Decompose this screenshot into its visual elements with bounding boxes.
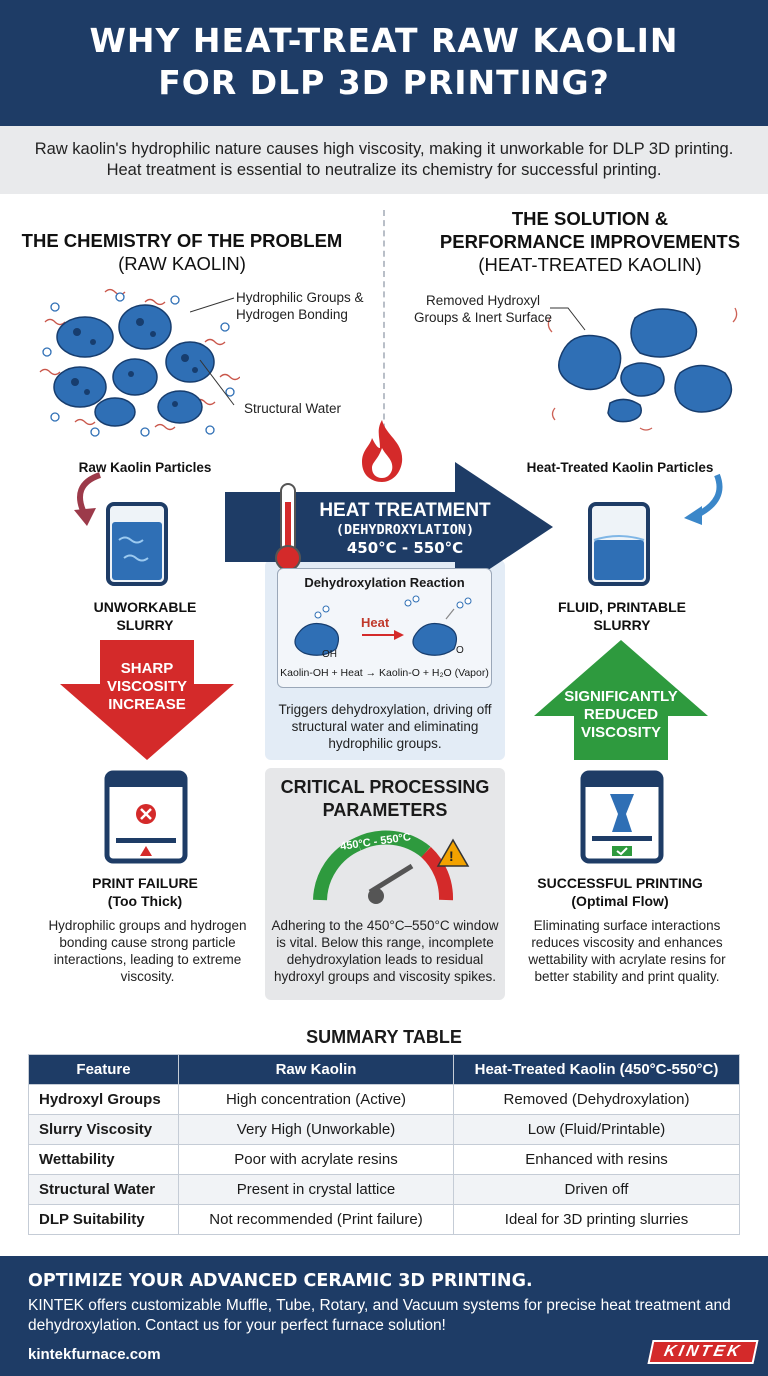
raw-kaolin-particles-illustration	[39, 288, 240, 437]
red-down-arrow	[60, 640, 234, 760]
table-header-raw: Raw Kaolin	[178, 1054, 454, 1085]
reaction-heat-label: Heat	[361, 615, 390, 630]
table-cell: Poor with acrylate resins	[178, 1144, 454, 1175]
successful-printing-label: SUCCESSFUL PRINTING (Optimal Flow)	[537, 875, 703, 909]
removed-hydroxyl-callout: Removed Hydroxyl Groups & Inert Surface	[413, 293, 553, 325]
table-cell: Wettability	[28, 1144, 179, 1175]
beaker-icon-unworkable	[106, 502, 168, 586]
printer-icon-failure	[104, 770, 188, 864]
sharp-viscosity-label: SHARP VISCOSITY INCREASE	[106, 660, 188, 713]
heat-treatment-label: HEAT TREATMENT (DEHYDROXYLATION) 450°C -…	[305, 500, 505, 557]
parameters-title: CRITICAL PROCESSING PARAMETERS	[280, 777, 490, 820]
title-line-2: FOR DLP 3D PRINTING?	[158, 63, 610, 102]
heat-line-2: (DEHYDROXYLATION)	[335, 522, 475, 538]
table-row: Slurry Viscosity Very High (Unworkable) …	[28, 1114, 740, 1145]
table-cell: Very High (Unworkable)	[178, 1114, 454, 1145]
green-up-arrow	[534, 640, 708, 760]
dehydroxylation-reaction-box: Dehydroxylation Reaction Heat OH O Kaoli…	[277, 568, 492, 688]
printer-icon-success	[580, 770, 664, 864]
table-cell: Hydroxyl Groups	[28, 1084, 179, 1115]
footer-headline: OPTIMIZE YOUR ADVANCED CERAMIC 3D PRINTI…	[28, 1271, 533, 1291]
reaction-description: Triggers dehydroxylation, driving off st…	[278, 702, 492, 751]
curved-arrow-right	[684, 473, 723, 525]
structural-water-callout: Structural Water	[244, 401, 342, 416]
solution-description: Eliminating surface interactions reduces…	[528, 918, 726, 984]
table-header-treated: Heat-Treated Kaolin (450°C-550°C)	[453, 1054, 740, 1085]
title-line-1: WHY HEAT-TREAT RAW KAOLIN	[89, 21, 679, 60]
footer-website-link[interactable]: kintekfurnace.com	[28, 1346, 161, 1363]
page-title: WHY HEAT-TREAT RAW KAOLIN FOR DLP 3D PRI…	[0, 0, 768, 104]
gauge-icon	[313, 830, 454, 904]
print-failure-label: PRINT FAILURE (Too Thick)	[92, 875, 198, 909]
callout-line-right	[550, 307, 586, 331]
table-row: DLP Suitability Not recommended (Print f…	[28, 1204, 740, 1235]
heat-line-1: HEAT TREATMENT	[319, 500, 491, 521]
table-cell: Slurry Viscosity	[28, 1114, 179, 1145]
curved-arrow-left	[74, 472, 102, 526]
reaction-o-label: O	[456, 645, 464, 656]
solution-title-1: THE SOLUTION &	[511, 208, 669, 229]
thermometer-icon	[275, 483, 301, 571]
summary-table: Feature Raw Kaolin Heat-Treated Kaolin (…	[28, 1054, 740, 1235]
section-divider	[383, 210, 385, 450]
table-cell: Enhanced with resins	[453, 1144, 740, 1175]
table-cell: DLP Suitability	[28, 1204, 179, 1235]
footer-banner: OPTIMIZE YOUR ADVANCED CERAMIC 3D PRINTI…	[0, 1256, 768, 1376]
solution-subtitle: (HEAT-TREATED KAOLIN)	[478, 254, 702, 275]
table-row: Wettability Poor with acrylate resins En…	[28, 1144, 740, 1175]
problem-title: THE CHEMISTRY OF THE PROBLEM	[21, 230, 343, 251]
table-cell: High concentration (Active)	[178, 1084, 454, 1115]
table-cell: Ideal for 3D printing slurries	[453, 1204, 740, 1235]
reaction-oh-label: OH	[322, 649, 337, 660]
reduced-viscosity-label: SIGNIFICANTLY REDUCED VISCOSITY	[564, 688, 678, 741]
heat-line-3: 450°C - 550°C	[346, 539, 464, 557]
callout-lines-left	[190, 297, 235, 406]
problem-section-title: THE CHEMISTRY OF THE PROBLEM (RAW KAOLIN…	[12, 229, 352, 275]
problem-subtitle: (RAW KAOLIN)	[118, 253, 246, 274]
summary-table-title: SUMMARY TABLE	[306, 1027, 462, 1047]
table-cell: Not recommended (Print failure)	[178, 1204, 454, 1235]
table-row: Hydroxyl Groups High concentration (Acti…	[28, 1084, 740, 1115]
solution-section-title: THE SOLUTION & PERFORMANCE IMPROVEMENTS …	[420, 207, 760, 276]
treated-kaolin-particles-illustration	[547, 307, 738, 431]
footer-body: KINTEK offers customizable Muffle, Tube,…	[28, 1297, 731, 1334]
reaction-title: Dehydroxylation Reaction	[304, 575, 465, 590]
hydrophilic-groups-callout: Hydrophilic Groups & Hydrogen Bonding	[236, 290, 364, 322]
parameters-description: Adhering to the 450°C–550°C window is vi…	[271, 918, 499, 984]
table-cell: Driven off	[453, 1174, 740, 1205]
table-cell: Present in crystal lattice	[178, 1174, 454, 1205]
intro-text: Raw kaolin's hydrophilic nature causes h…	[0, 126, 768, 194]
warning-icon	[436, 838, 470, 867]
table-cell: Low (Fluid/Printable)	[453, 1114, 740, 1145]
warning-icon	[140, 846, 152, 856]
fire-icon	[362, 420, 403, 482]
heat-treatment-arrow	[225, 462, 553, 592]
check-icon	[612, 846, 632, 856]
treated-particles-label: Heat-Treated Kaolin Particles	[526, 460, 714, 475]
kintek-logo: KINTEK	[647, 1340, 759, 1364]
problem-description: Hydrophilic groups and hydrogen bonding …	[48, 918, 247, 984]
solution-title-2: PERFORMANCE IMPROVEMENTS	[439, 231, 741, 252]
warning-symbol: !	[449, 848, 454, 864]
header-banner: WHY HEAT-TREAT RAW KAOLIN FOR DLP 3D PRI…	[0, 0, 768, 126]
table-cell: Removed (Dehydroxylation)	[453, 1084, 740, 1115]
reaction-equation: Kaolin-OH + Heat → Kaolin-O + H₂O (Vapor…	[280, 667, 489, 679]
table-header-row: Feature Raw Kaolin Heat-Treated Kaolin (…	[28, 1054, 740, 1085]
unworkable-slurry-label: UNWORKABLE SLURRY	[93, 599, 197, 633]
table-header-feature: Feature	[28, 1054, 179, 1085]
table-row: Structural Water Present in crystal latt…	[28, 1174, 740, 1205]
fluid-slurry-label: FLUID, PRINTABLE SLURRY	[557, 599, 687, 633]
reaction-diagram	[294, 595, 472, 656]
raw-particles-label: Raw Kaolin Particles	[78, 460, 212, 475]
beaker-icon-fluid	[588, 502, 650, 586]
table-cell: Structural Water	[28, 1174, 179, 1205]
